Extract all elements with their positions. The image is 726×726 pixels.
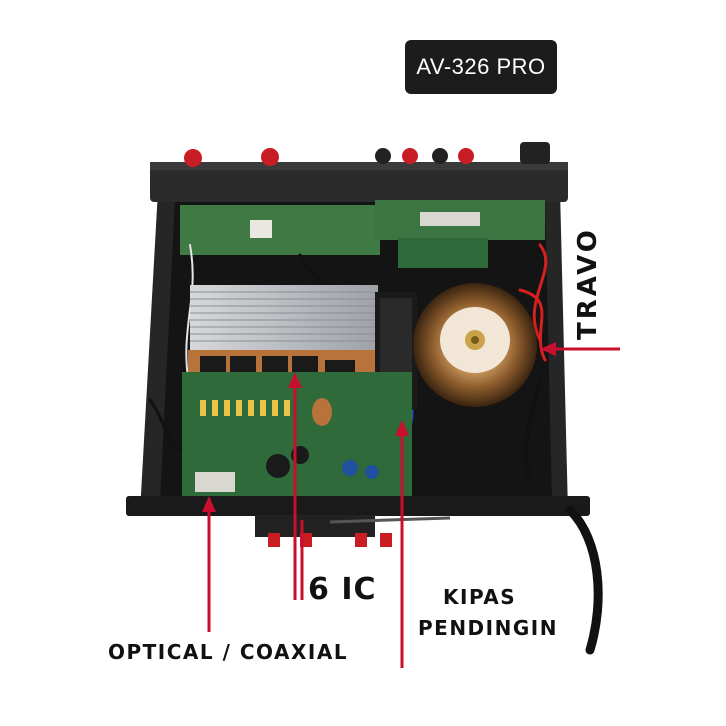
heatsink [188, 285, 380, 376]
rear-panel [150, 142, 568, 202]
annotation-arrows [202, 342, 620, 668]
amplifier-pcb [182, 372, 412, 500]
label-kipas: KIPAS [443, 585, 517, 609]
model-badge: AV-326 PRO [405, 40, 557, 94]
label-6-ic: 6 IC [308, 572, 377, 607]
toroidal-transformer [413, 283, 537, 407]
label-optical-coaxial: OPTICAL / COAXIAL [108, 640, 349, 664]
input-pcb [180, 200, 545, 268]
label-travo: TRAVO [573, 227, 603, 340]
label-pendingin: PENDINGIN [418, 616, 558, 640]
